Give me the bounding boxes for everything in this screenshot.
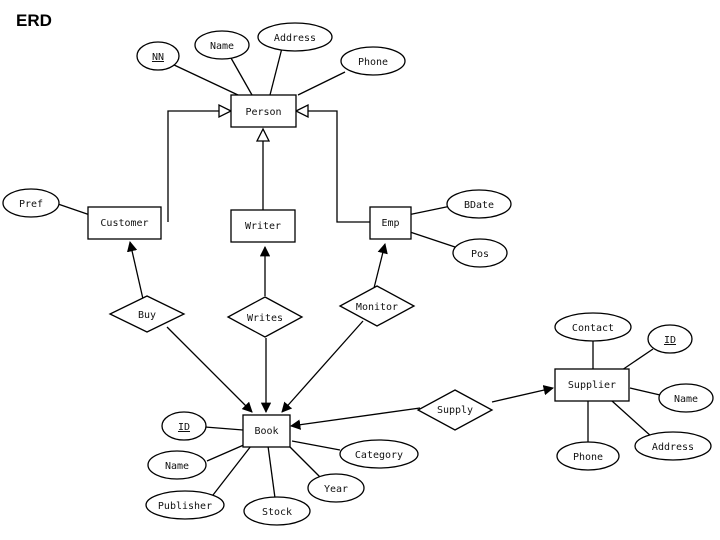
connector-supply-book	[289, 407, 421, 430]
connector-person-address	[269, 47, 283, 96]
entity-emp-label: Emp	[381, 218, 399, 229]
relationship-writes[interactable]: Writes	[226, 296, 304, 338]
attribute-supplier-phone-label: Phone	[573, 452, 603, 463]
relationship-buy[interactable]: Buy	[108, 295, 186, 333]
entity-customer-label: Customer	[100, 218, 148, 229]
connector-buy-customer	[127, 240, 144, 300]
attribute-supplier-contact[interactable]: Contact	[554, 312, 632, 342]
attribute-book-year[interactable]: Year	[307, 473, 365, 503]
relationship-buy-label: Buy	[138, 310, 156, 321]
attribute-emp-pos-label: Pos	[471, 249, 489, 260]
connector-customer-person	[167, 110, 220, 222]
connector-book-stock	[267, 445, 276, 499]
attribute-person-phone[interactable]: Phone	[340, 46, 406, 76]
attribute-supplier-name[interactable]: Name	[658, 383, 714, 413]
entity-supplier-label: Supplier	[568, 380, 616, 391]
entity-writer-label: Writer	[245, 221, 281, 232]
entity-book[interactable]: Book	[242, 414, 291, 448]
relationship-supply[interactable]: Supply	[416, 389, 494, 431]
connector-supplier-name	[629, 387, 661, 396]
connector-emp-person	[308, 110, 370, 223]
attribute-person-phone-label: Phone	[358, 57, 388, 68]
relationship-supply-label: Supply	[437, 405, 473, 416]
entity-customer[interactable]: Customer	[87, 206, 162, 240]
attribute-person-nn-label: NN	[152, 52, 164, 63]
diagram-title: ERD	[16, 11, 52, 30]
attribute-book-id-label: ID	[178, 422, 190, 433]
connector-customer-pref	[57, 203, 91, 216]
entity-emp[interactable]: Emp	[369, 206, 412, 240]
connector-monitor-book	[281, 320, 364, 413]
connector-person-name	[230, 57, 253, 96]
entity-person[interactable]: Person	[230, 94, 297, 128]
entity-person-label: Person	[245, 107, 281, 118]
attribute-emp-bdate-label: BDate	[464, 200, 494, 211]
attribute-book-stock[interactable]: Stock	[243, 496, 311, 526]
attribute-person-address-label: Address	[274, 33, 316, 44]
attribute-book-category[interactable]: Category	[339, 439, 419, 469]
entity-supplier[interactable]: Supplier	[554, 368, 630, 402]
attribute-book-name[interactable]: Name	[147, 450, 207, 480]
attribute-book-publisher-label: Publisher	[158, 501, 212, 512]
attribute-supplier-id-label: ID	[664, 335, 676, 346]
attribute-supplier-address-label: Address	[652, 442, 694, 453]
connectors	[57, 47, 661, 499]
connector-book-year	[286, 443, 321, 478]
attribute-book-year-label: Year	[324, 484, 348, 495]
entity-book-label: Book	[254, 426, 278, 437]
attribute-customer-pref-label: Pref	[19, 199, 43, 210]
connector-supply-supplier	[491, 385, 555, 403]
attribute-emp-pos[interactable]: Pos	[452, 238, 508, 268]
attribute-book-publisher[interactable]: Publisher	[145, 490, 225, 520]
inheritance-triangle-writer	[255, 127, 271, 142]
connector-supplier-id	[621, 348, 654, 371]
relationship-monitor[interactable]: Monitor	[338, 285, 416, 327]
attribute-person-nn[interactable]: NN	[136, 41, 180, 71]
connector-book-publisher	[212, 445, 252, 496]
connector-book-category	[291, 440, 341, 451]
relationship-writes-label: Writes	[247, 313, 283, 324]
inheritance-triangle-emp	[294, 103, 309, 119]
connector-person-phone	[297, 71, 346, 96]
attribute-supplier-contact-label: Contact	[572, 323, 614, 334]
attribute-book-stock-label: Stock	[262, 507, 292, 518]
connector-book-id	[204, 426, 244, 431]
attribute-book-category-label: Category	[355, 450, 403, 461]
attribute-emp-bdate[interactable]: BDate	[446, 189, 512, 219]
relationship-monitor-label: Monitor	[356, 302, 398, 313]
attribute-person-address[interactable]: Address	[257, 22, 333, 52]
connector-buy-book	[166, 326, 253, 413]
attribute-supplier-name-label: Name	[674, 394, 698, 405]
connector-supplier-address	[611, 400, 653, 438]
attribute-person-name[interactable]: Name	[194, 30, 250, 60]
attribute-person-name-label: Name	[210, 41, 234, 52]
attribute-book-id[interactable]: ID	[161, 411, 207, 441]
inheritance-triangle-customer	[218, 103, 233, 119]
attribute-customer-pref[interactable]: Pref	[2, 188, 60, 218]
connector-person-nn	[171, 63, 239, 96]
connector-book-name	[206, 443, 247, 462]
attribute-supplier-phone[interactable]: Phone	[556, 441, 620, 471]
connector-monitor-emp	[373, 242, 388, 289]
attribute-supplier-id[interactable]: ID	[647, 324, 693, 354]
attribute-supplier-address[interactable]: Address	[634, 431, 712, 461]
entity-writer[interactable]: Writer	[230, 209, 296, 243]
attribute-book-name-label: Name	[165, 461, 189, 472]
